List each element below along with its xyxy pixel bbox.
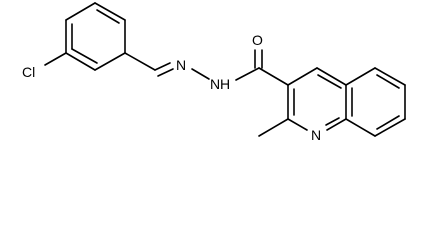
bond [326,118,347,131]
bond [124,52,156,71]
quinoline-pyridine-ring [287,67,347,131]
quinoline-benzo-ring [345,67,406,137]
bond [94,52,126,71]
bond [44,52,67,66]
double-bond-inner [376,74,400,89]
hydrazide-nitrogen-label: N [210,76,220,92]
bond [374,67,406,86]
double-bond-inner [71,48,98,64]
bond [345,118,376,137]
imine-nitrogen-label: N [176,57,186,73]
bond [258,67,289,86]
bond [191,68,210,80]
bond [345,67,376,86]
double-bond-inner [325,117,340,126]
imine-double-bond [154,62,171,71]
double-bond-inner [96,9,120,24]
bond [65,2,96,21]
bond [374,118,406,137]
imine-double-bond [157,68,174,77]
quinoline-nitrogen-label: N [311,127,321,143]
methyl-bond [258,118,289,137]
bond [287,67,318,86]
double-bond-inner [317,74,342,89]
chlorophenyl-ring [65,2,126,71]
structure-canvas: Cl N N H O N [22,2,406,143]
hydrazide-hydrogen-label: H [220,76,230,92]
chlorine-atom-label: Cl [22,64,35,80]
molecule-drawing: Cl N N H O N [22,2,406,143]
bond [65,52,96,71]
bond [287,118,308,131]
double-bond-inner [376,115,400,130]
bond [235,67,260,81]
bond [316,67,347,86]
carbonyl-oxygen-label: O [252,32,263,48]
bond [94,2,126,21]
